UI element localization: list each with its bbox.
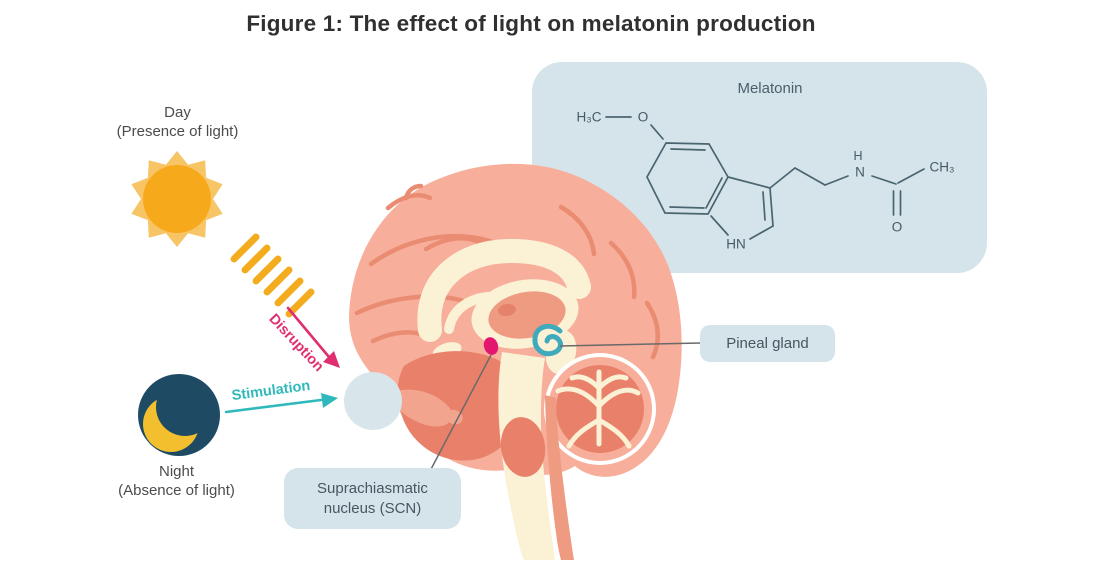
amide-h-label: H: [853, 149, 863, 163]
scn-callout: Suprachiasmatic nucleus (SCN): [284, 468, 461, 529]
cerebellum: [544, 353, 656, 465]
night-label: Night (Absence of light): [94, 462, 259, 500]
methyl-methoxy-label: H₃C: [576, 109, 602, 125]
brainstem-stripe: [545, 395, 574, 560]
amide-n-label: N: [855, 164, 865, 180]
pineal-gland-callout-text: Pineal gland: [726, 335, 809, 352]
acetyl-methyl-label: CH₃: [929, 159, 955, 175]
scn-connector-line: [428, 354, 492, 474]
day-label-line1: Day: [164, 104, 191, 121]
night-label-line2: (Absence of light): [118, 482, 235, 499]
indole-nh-label: HN: [726, 236, 746, 252]
thalamus-spot: [498, 303, 516, 317]
midbrain: [397, 351, 523, 461]
disruption-arrow: [286, 306, 340, 368]
day-label: Day (Presence of light): [95, 103, 260, 141]
carbonyl-oxygen-label: O: [891, 219, 903, 235]
corpus-callosum: [417, 238, 591, 342]
melatonin-title: Melatonin: [737, 80, 803, 97]
figure-title: Figure 1: The effect of light on melaton…: [246, 11, 816, 36]
scn-callout-line1: Suprachiasmatic: [317, 479, 428, 497]
stimulation-arrow: [224, 393, 338, 414]
brain-illustration: [344, 163, 702, 560]
pineal-gland-callout: Pineal gland: [700, 325, 835, 362]
night-label-line1: Night: [158, 463, 195, 480]
optic-nerve: [396, 389, 452, 427]
moon-icon: [138, 374, 220, 456]
eye-icon: [344, 372, 402, 430]
light-rays-icon: [230, 233, 315, 318]
melatonin-structure-bonds: [605, 116, 925, 240]
day-label-line2: (Presence of light): [116, 123, 239, 140]
pineal-gland-shape: [532, 323, 563, 357]
scn-callout-line2: nucleus (SCN): [323, 499, 422, 517]
pineal-connector-line: [559, 342, 702, 347]
methoxy-oxygen-label: O: [637, 109, 649, 125]
optic-nerve-nub: [445, 409, 463, 425]
scn-dot: [483, 337, 499, 355]
sun-icon: [131, 151, 223, 247]
pons: [500, 417, 546, 477]
